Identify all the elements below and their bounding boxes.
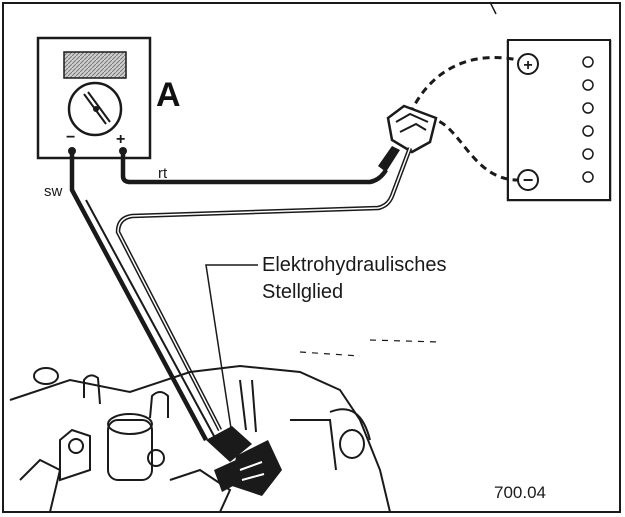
figure-number: 700.04: [494, 483, 546, 502]
black-wire: [69, 151, 208, 442]
plug-connector: [378, 104, 438, 172]
battery: + −: [506, 39, 612, 202]
top-edge-mark: [489, 1, 497, 15]
engine-hidden-edges: [299, 339, 441, 357]
actuator-connector: [206, 426, 282, 496]
engine-port: [339, 429, 365, 459]
cell-cap: [582, 102, 594, 114]
meter-range-label: A: [156, 76, 181, 114]
cell-cap: [582, 171, 594, 183]
pump-nut-1: [68, 438, 84, 454]
cell-cap: [582, 125, 594, 137]
black-wire-label: sw: [44, 183, 63, 200]
engine-rib: [290, 419, 337, 471]
callout-line-1: Elektrohydraulisches: [262, 254, 447, 276]
actuator-lead-right-core: [117, 147, 411, 431]
actuator-plug-lower: [214, 460, 244, 492]
plus-terminal-label: +: [116, 131, 125, 148]
fuel-line-1: [83, 374, 101, 405]
connector-pins: [395, 112, 429, 133]
engine-curve: [329, 408, 371, 441]
pump-nut-2: [147, 449, 165, 467]
fuel-line-2: [149, 391, 169, 419]
engine-body-lower: [169, 468, 232, 513]
actuator-plug-black: [206, 426, 252, 462]
callout-leader: [205, 264, 258, 449]
actuator-plug-body: [232, 440, 282, 496]
battery-positive-label: +: [523, 57, 532, 74]
injection-pump-illustration: [9, 339, 441, 513]
callout-line-2: Stellglied: [262, 281, 343, 303]
multimeter-display: [63, 51, 127, 79]
pump-cap: [107, 413, 153, 435]
battery-negative-lead: [427, 116, 519, 182]
dial-center: [93, 106, 99, 112]
battery-cell-caps: [582, 56, 594, 183]
connector-housing: [386, 104, 438, 154]
engine-fitting: [33, 367, 59, 385]
minus-terminal-label: −: [66, 129, 75, 146]
engine-bracket: [19, 458, 62, 513]
battery-positive-terminal: [517, 53, 539, 75]
actuator-plug-gaps: [239, 461, 265, 481]
black-wire-inner: [85, 199, 215, 437]
battery-positive-lead: [408, 55, 519, 115]
red-wire-label: rt: [158, 165, 168, 182]
battery-negative-label: −: [523, 170, 534, 190]
actuator-bolt: [239, 379, 257, 433]
cell-cap: [582, 148, 594, 160]
probe-tip: [378, 146, 400, 172]
engine-outline-upper: [9, 364, 391, 513]
cell-cap: [582, 56, 594, 68]
cell-cap: [582, 79, 594, 91]
multimeter: − + A: [36, 36, 181, 160]
red-wire: [120, 151, 388, 185]
